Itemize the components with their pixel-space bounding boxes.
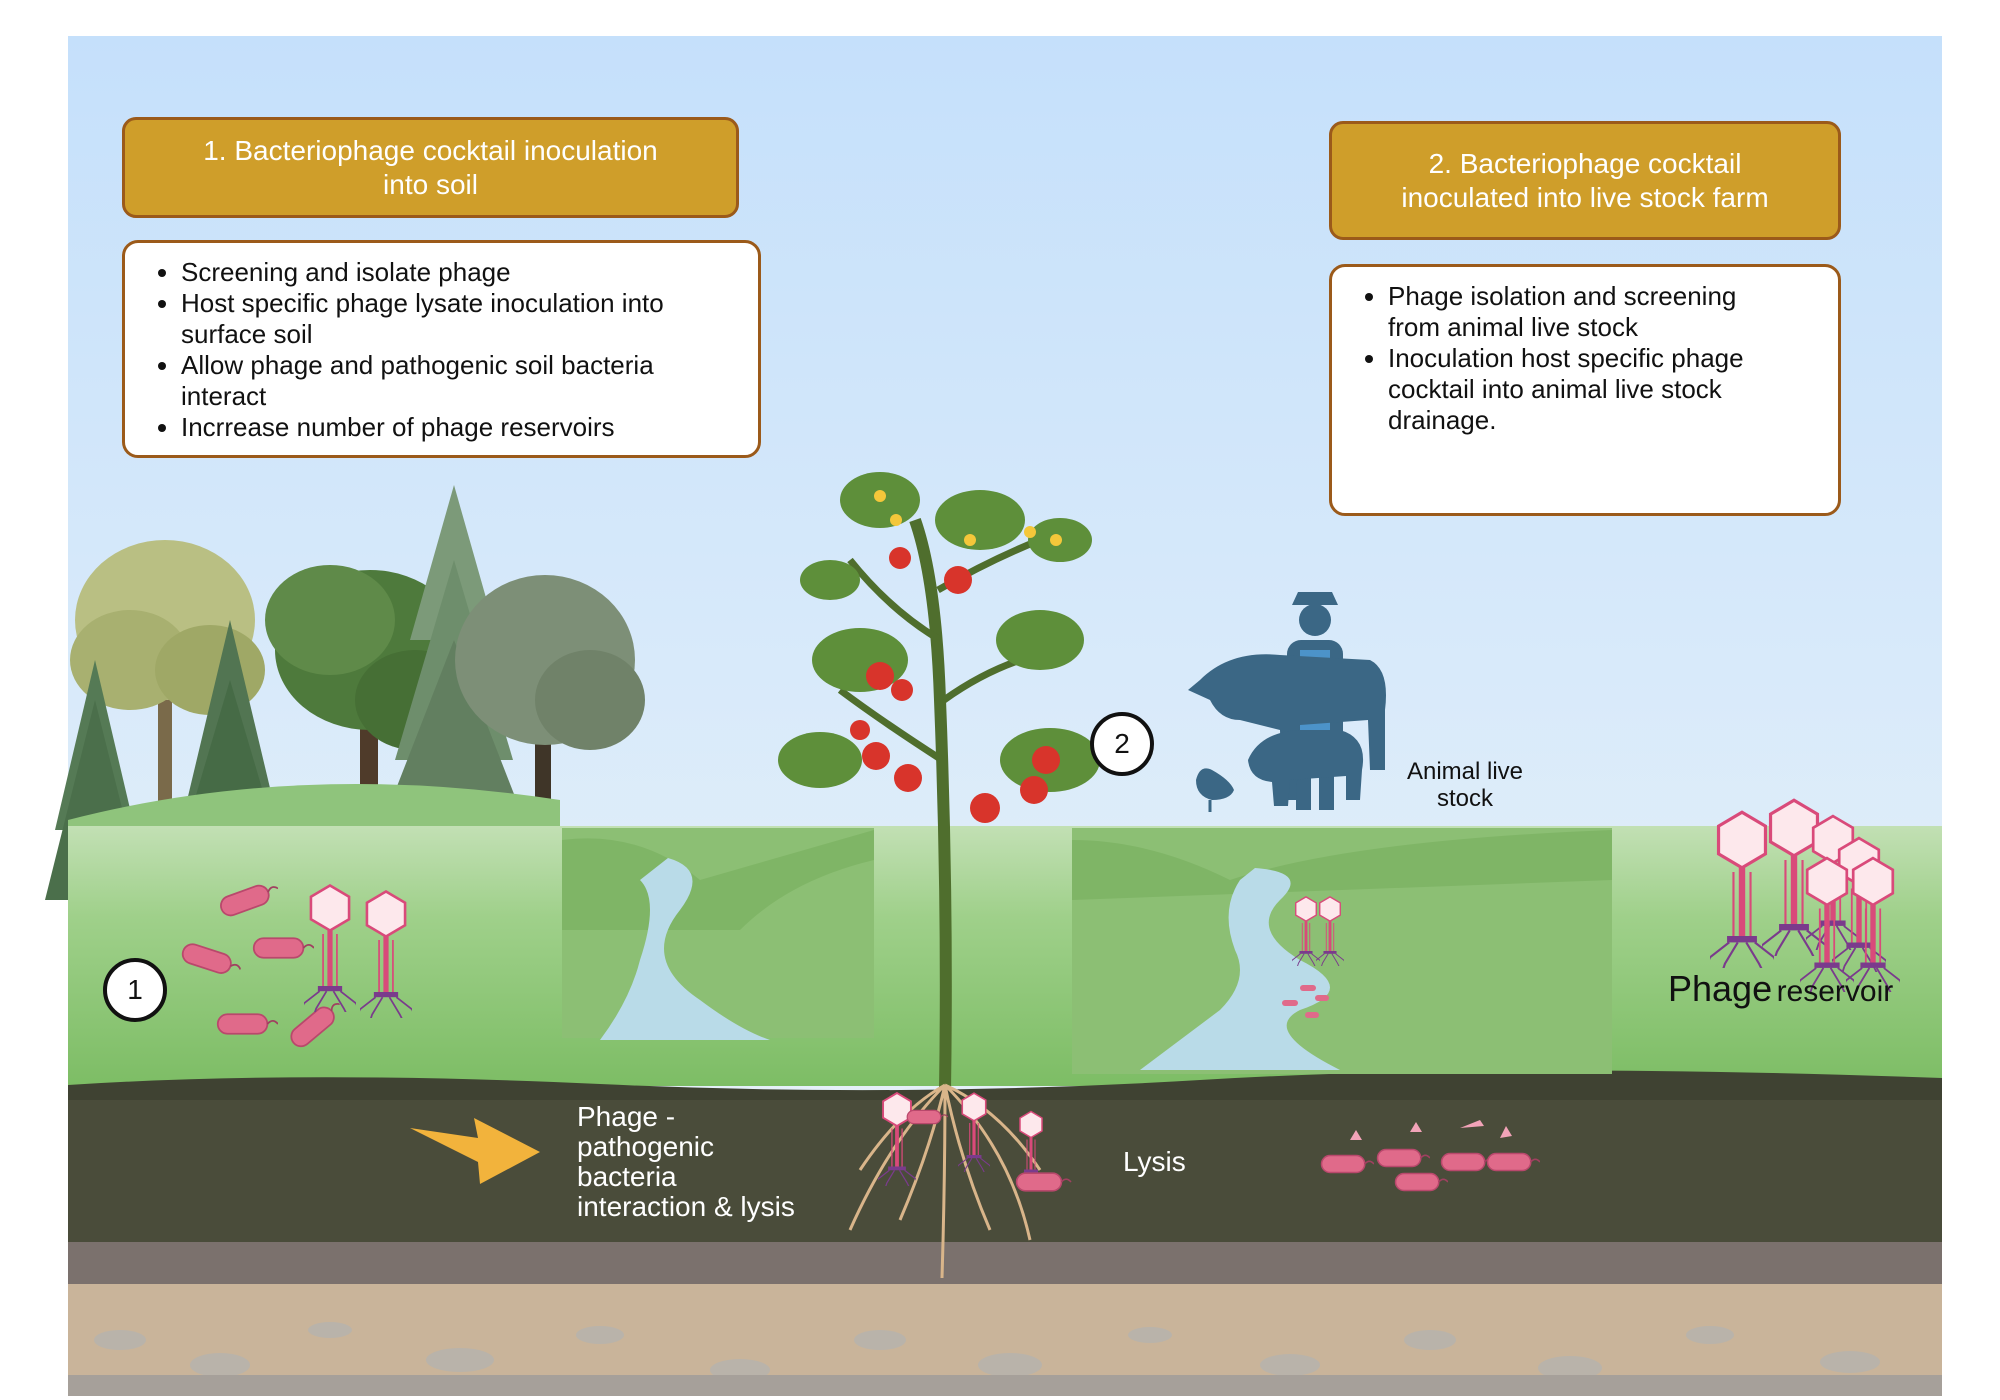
livestock-group <box>1188 592 1386 812</box>
animal-livestock-label: Animal live stock <box>1390 758 1540 812</box>
grassland <box>68 826 1942 1086</box>
step2-bullet: Inoculation host specific phage cocktail… <box>1388 343 1758 436</box>
tomato-plant-icon <box>778 472 1100 1091</box>
animal-label-line2: stock <box>1436 785 1493 812</box>
interaction-line: Phage - <box>577 1101 676 1132</box>
step1-bullet: Screening and isolate phage <box>181 257 718 288</box>
interaction-label: Phage - pathogenic bacteria interaction … <box>577 1102 795 1222</box>
river-icon <box>562 828 874 1040</box>
interaction-line: bacteria <box>577 1161 677 1192</box>
step1-title-line2: into soil <box>383 168 478 200</box>
reservoir-label-big: Phage <box>1668 968 1773 1009</box>
interaction-line: pathogenic <box>577 1131 715 1162</box>
step2-bullet-list: Phage isolation and screening from anima… <box>1332 281 1838 436</box>
chicken-icon <box>1196 768 1234 812</box>
step2-title-line2: inoculated into live stock farm <box>1401 181 1769 213</box>
pig-icon <box>1248 730 1364 806</box>
step1-bullet: Allow phage and pathogenic soil bacteria… <box>181 350 718 412</box>
step2-bullet: Phage isolation and screening from anima… <box>1388 281 1758 343</box>
step2-title-line1: 2. Bacteriophage cocktail <box>1428 147 1742 179</box>
phage-reservoir-label: Phage reservoir <box>1668 968 1893 1010</box>
step1-title-box: 1. Bacteriophage cocktail inoculation in… <box>122 117 739 218</box>
interaction-line: interaction & lysis <box>577 1191 795 1222</box>
deciduous-tree-icon <box>455 575 645 850</box>
step2-bullet-box: Phage isolation and screening from anima… <box>1329 264 1841 516</box>
step1-number-badge: 1 <box>103 958 167 1022</box>
cow-icon <box>1188 654 1386 800</box>
step1-bullet-box: Screening and isolate phage Host specifi… <box>122 240 761 458</box>
reservoir-label-small: reservoir <box>1776 975 1894 1008</box>
lysis-label: Lysis <box>1123 1146 1186 1177</box>
step2-title-box: 2. Bacteriophage cocktail inoculated int… <box>1329 121 1841 240</box>
animal-label-line1: Animal live <box>1406 758 1524 785</box>
step1-bullet-list: Screening and isolate phage Host specifi… <box>125 257 758 443</box>
step1-bullet: Host specific phage lysate inoculation i… <box>181 288 718 350</box>
deciduous-tree-icon <box>70 540 265 820</box>
river-icon <box>1072 828 1612 1074</box>
step2-number-badge: 2 <box>1090 712 1154 776</box>
step1-bullet: Incrrease number of phage reservoirs <box>181 412 718 443</box>
rock-pebbles <box>94 1322 1880 1381</box>
arrow-icon <box>410 1118 540 1184</box>
lysed-bacteria <box>1320 1120 1540 1192</box>
rock-bottom <box>68 1375 1942 1396</box>
subsoil-layer <box>68 1242 1942 1284</box>
step1-title-line1: 1. Bacteriophage cocktail inoculation <box>203 134 658 166</box>
river-phages <box>1282 896 1344 1018</box>
